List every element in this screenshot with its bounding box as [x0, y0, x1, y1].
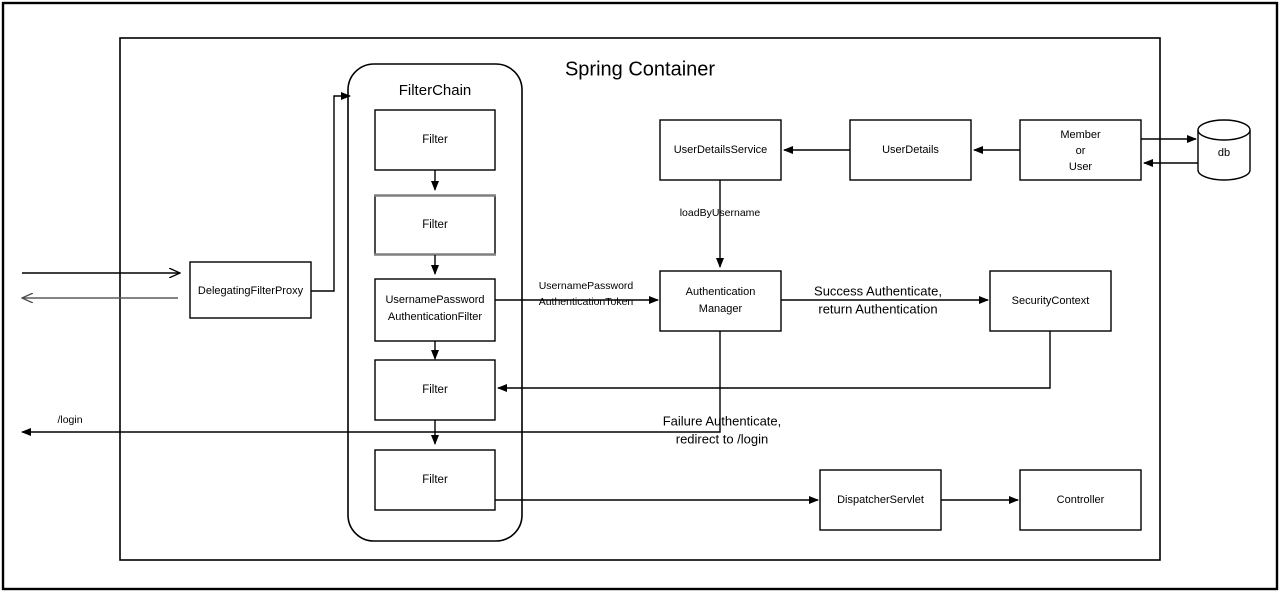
user-details-service-box — [659, 119, 782, 181]
filter-4-box — [374, 359, 496, 421]
auth-token-label-line1: UsernamePassword — [539, 280, 634, 292]
filter-5-label: Filter — [422, 474, 448, 486]
login-label: /login — [57, 414, 82, 426]
upaf-label-line1: UsernamePassword — [385, 294, 484, 306]
failure-label-line2: redirect to /login — [676, 431, 769, 446]
auth-manager-label-line2: Manager — [699, 303, 743, 315]
dispatcher-servlet-label: DispatcherServlet — [837, 494, 924, 506]
user-details-service-label: UserDetailsService — [674, 144, 768, 156]
member-or-user-box — [1019, 119, 1142, 181]
filter-1-label: Filter — [422, 134, 448, 146]
user-details-box — [849, 119, 972, 181]
security-context-box — [989, 270, 1112, 332]
filter-2-label: Filter — [422, 219, 448, 231]
auth-token-label-line2: AuthenticationToken — [539, 296, 634, 308]
user-details-label: UserDetails — [882, 144, 939, 156]
failure-label-line1: Failure Authenticate, — [663, 413, 782, 428]
filter-2-box — [375, 195, 495, 255]
member-label-line3: User — [1069, 161, 1093, 173]
authentication-manager-box — [659, 270, 782, 332]
db-cylinder — [1197, 119, 1251, 181]
delegating-filter-proxy-box — [189, 261, 312, 319]
member-label-line1: Member — [1060, 129, 1101, 141]
member-label-line2: or — [1076, 145, 1086, 157]
auth-manager-label-line1: Authentication — [686, 286, 756, 298]
spring-container-title: Spring Container — [565, 58, 715, 80]
filter-1-box — [374, 109, 496, 171]
db-label: db — [1218, 147, 1230, 159]
load-by-username-label: loadByUsername — [680, 207, 761, 219]
dfp-to-filterchain-arrow — [311, 92, 351, 292]
controller-box — [1019, 469, 1142, 531]
filter-chain-label: FilterChain — [399, 82, 472, 99]
username-password-authentication-filter-box — [374, 278, 496, 342]
upaf-label-line2: AuthenticationFilter — [388, 311, 482, 323]
spring-container-box — [119, 37, 1161, 561]
delegating-filter-proxy-label: DelegatingFilterProxy — [198, 285, 304, 297]
dispatcher-servlet-box — [819, 469, 942, 531]
success-label-line1: Success Authenticate, — [814, 283, 942, 298]
failure-authenticate-path — [21, 331, 721, 436]
security-context-to-filter4-arrow — [497, 331, 1051, 392]
filter-5-box — [374, 449, 496, 511]
security-context-label: SecurityContext — [1012, 295, 1090, 307]
controller-label: Controller — [1057, 494, 1105, 506]
success-label-line2: return Authentication — [818, 301, 937, 316]
filter-4-label: Filter — [422, 384, 448, 396]
